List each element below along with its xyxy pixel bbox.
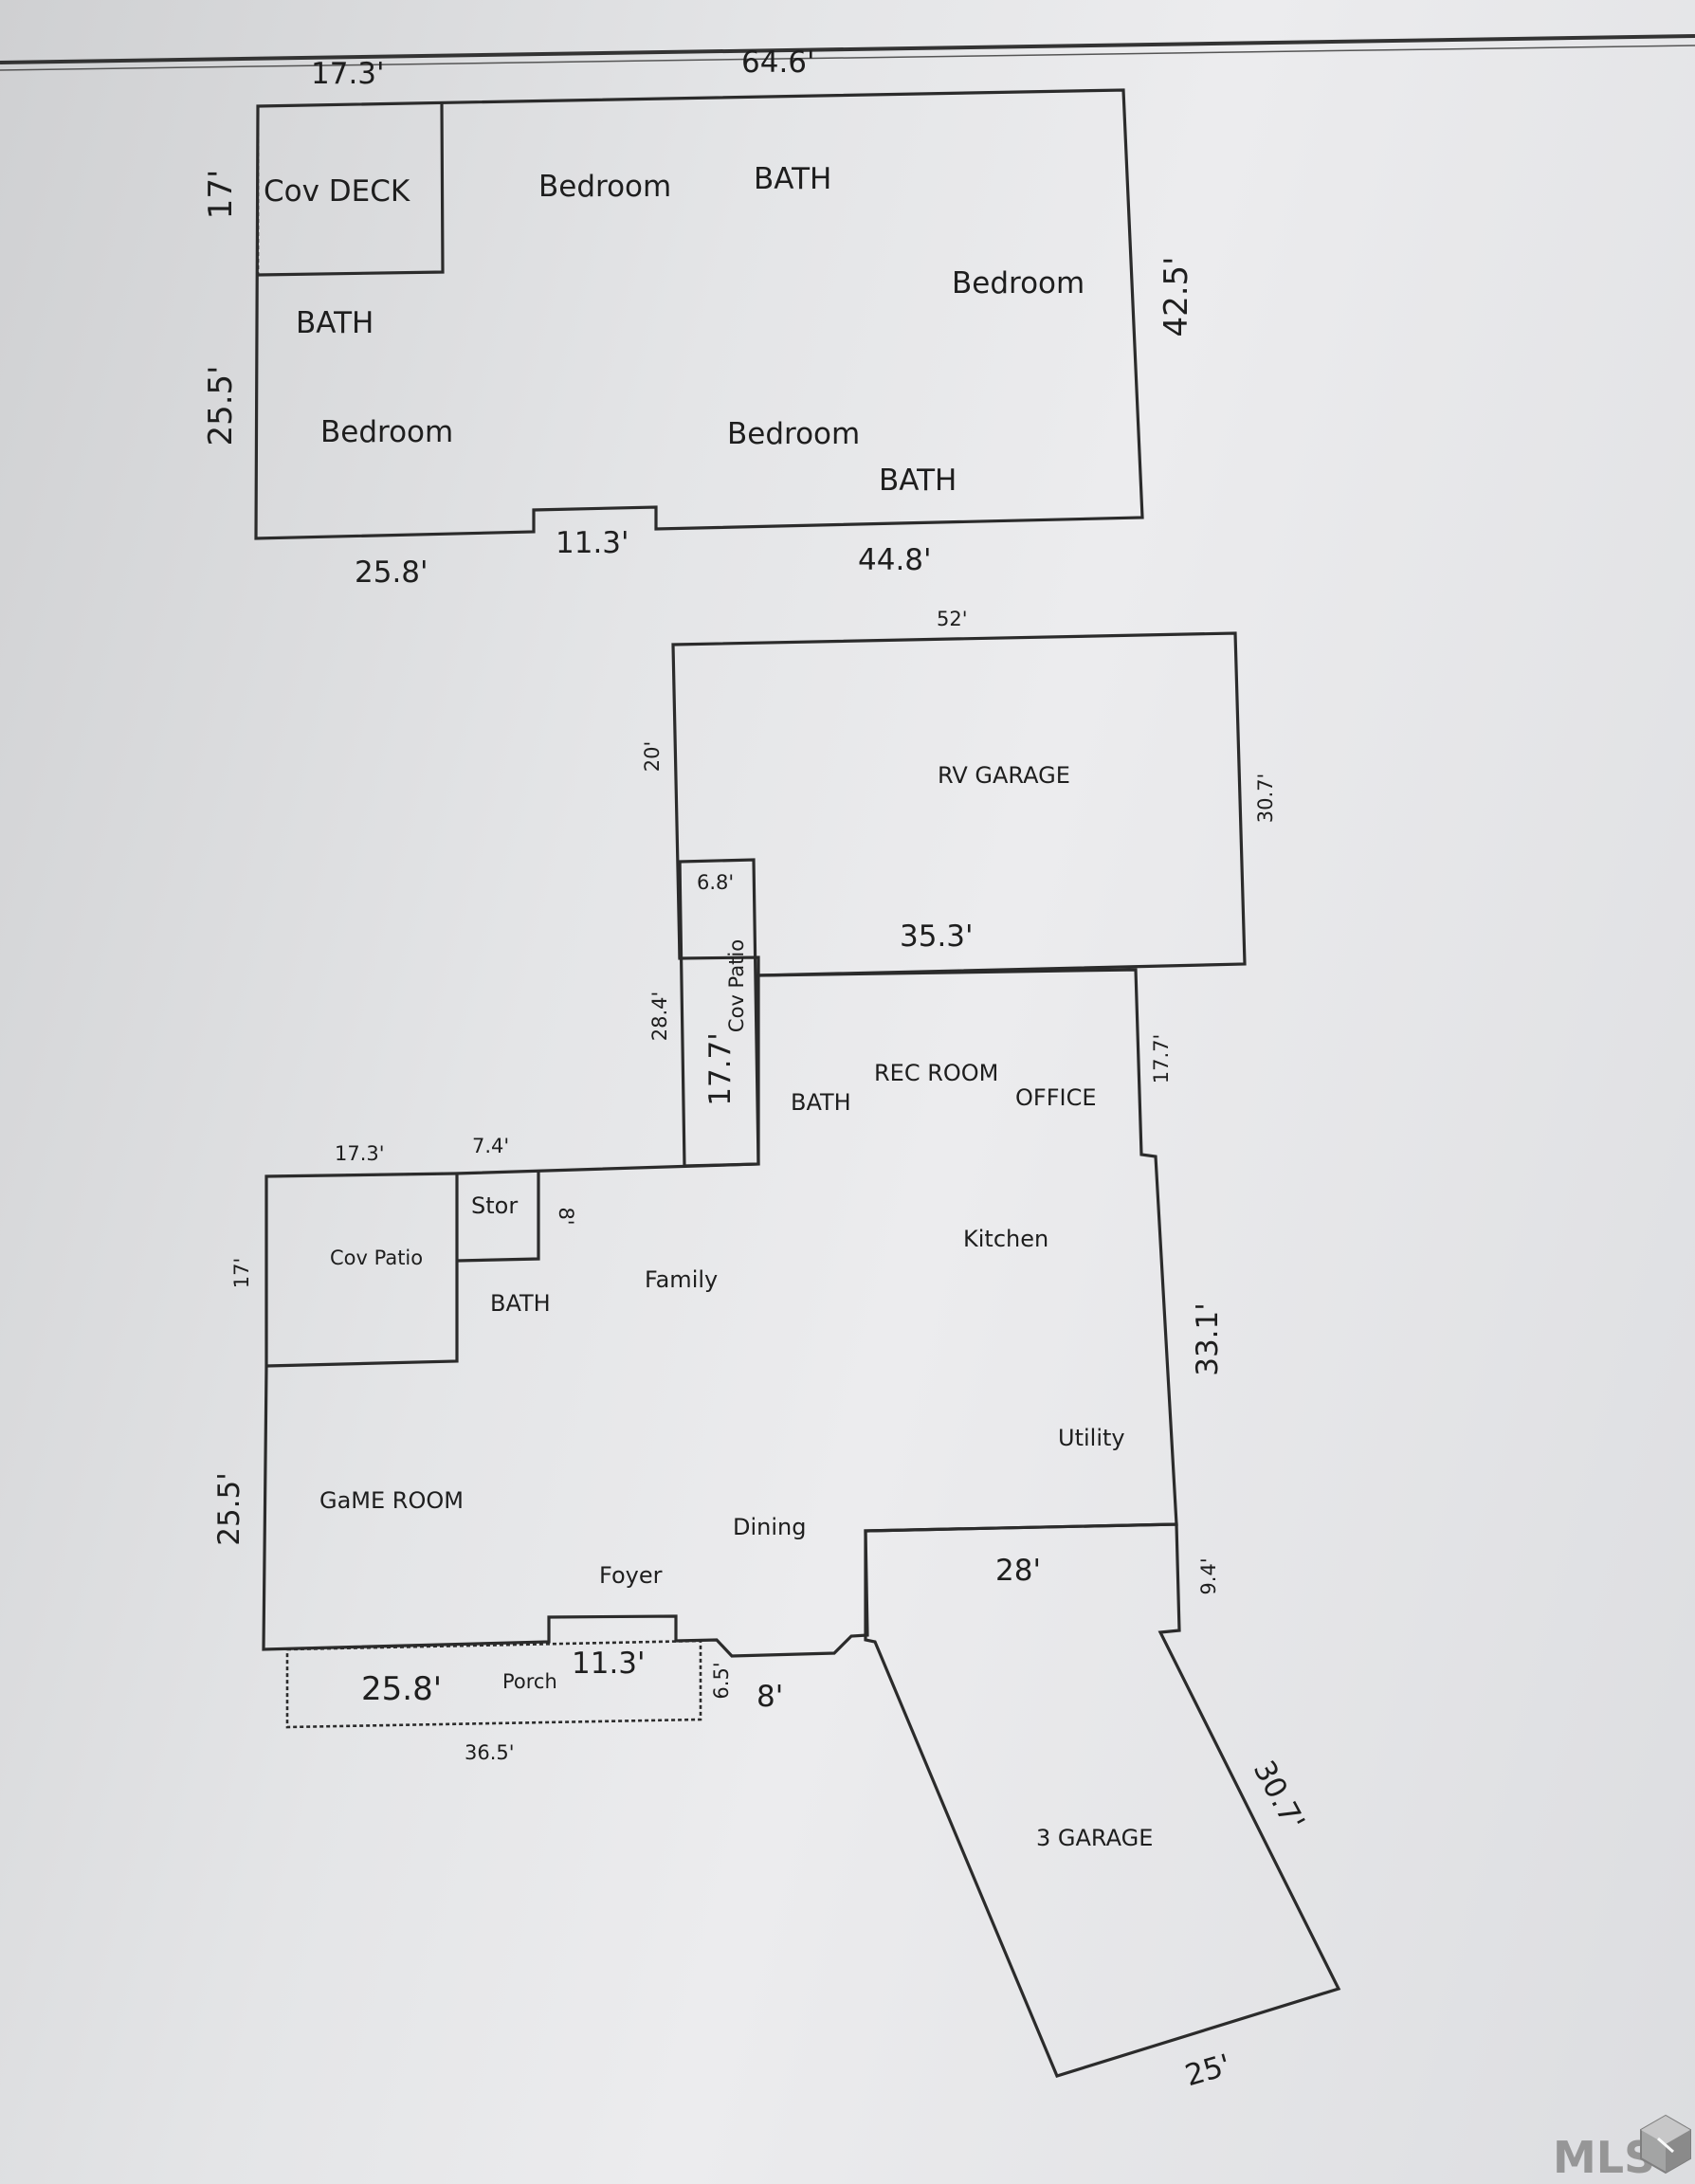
dimension-label: 17.7' — [703, 1032, 738, 1106]
dimension-label: 25.5' — [212, 1472, 246, 1546]
dimension-label: 17.3' — [311, 57, 385, 91]
dimension-label: 9.4' — [1197, 1557, 1220, 1594]
dimension-label: 8' — [756, 1680, 783, 1714]
dimension-label: 33.1' — [1191, 1302, 1225, 1376]
room-label-game-room: GaME ROOM — [319, 1487, 464, 1514]
cube-icon — [1640, 2114, 1691, 2175]
dimension-label: 28' — [995, 1554, 1041, 1588]
upper-floor-outline — [254, 88, 1144, 540]
dimension-label: 25.8' — [355, 555, 428, 590]
room-label-bath: BATH — [879, 464, 957, 498]
room-label-bath: BATH — [296, 306, 374, 340]
room-label-bath: BATH — [490, 1290, 551, 1317]
page-edge-line — [0, 34, 1695, 64]
room-label-dining: Dining — [733, 1514, 806, 1540]
cov-deck-wall — [257, 101, 445, 277]
room-label-bath: BATH — [754, 162, 831, 196]
room-label-rv-garage: RV GARAGE — [938, 762, 1070, 789]
dimension-label: 11.3' — [572, 1647, 646, 1681]
dimension-label: 25.5' — [202, 365, 240, 446]
room-label-cov-patio: Cov Patio — [330, 1247, 423, 1269]
dimension-label: 17.3' — [335, 1142, 385, 1165]
room-label-utility: Utility — [1058, 1425, 1125, 1451]
room-label-foyer: Foyer — [599, 1562, 663, 1589]
room-label-bedroom: Bedroom — [952, 266, 1084, 300]
cov-patio-dashed-edge — [265, 1172, 456, 1178]
dimension-label: 20' — [641, 741, 664, 773]
room-label-kitchen: Kitchen — [963, 1226, 1048, 1252]
main-floor: RV GARAGE Cov Patio REC ROOM BATH OFFICE… — [212, 608, 1341, 2093]
dimension-label: 7.4' — [472, 1135, 509, 1157]
room-label-stor: Stor — [471, 1192, 518, 1219]
dimension-label: 42.5' — [1157, 256, 1195, 337]
dimension-label: 17' — [202, 170, 240, 220]
dimension-label: 36.5' — [465, 1741, 515, 1764]
room-label-bedroom: Bedroom — [727, 417, 860, 451]
dimension-label: 17.7' — [1150, 1034, 1173, 1084]
upper-floor: Cov DECK Bedroom BATH Bedroom BATH Bedro… — [202, 46, 1195, 590]
dimension-label: 44.8' — [858, 543, 932, 577]
dimension-label: 8' — [555, 1207, 577, 1225]
dimension-label: 6.8' — [697, 871, 734, 894]
cov-patio-wall — [265, 1174, 459, 1368]
dimension-label: 64.6' — [741, 46, 815, 80]
room-label-office: OFFICE — [1015, 1084, 1097, 1111]
porch-outline — [285, 1639, 702, 1729]
dimension-label: 28.4' — [648, 992, 671, 1042]
mls-logo-text: MLS — [1553, 2132, 1655, 2183]
room-label-bedroom: Bedroom — [538, 170, 671, 204]
mls-logo: MLS — [1553, 2114, 1691, 2183]
garage-outline — [864, 1522, 1341, 2078]
room-label-family: Family — [645, 1266, 718, 1293]
room-label-bath: BATH — [791, 1089, 851, 1116]
room-label-3-garage: 3 GARAGE — [1036, 1825, 1153, 1851]
dimension-label: 35.3' — [900, 919, 974, 954]
dimension-label: 6.5' — [710, 1662, 733, 1699]
room-label-rec-room: REC ROOM — [874, 1060, 998, 1086]
dimension-label: 11.3' — [556, 526, 629, 560]
dimension-label: 25' — [1181, 2048, 1234, 2093]
dimension-label: 17' — [230, 1258, 253, 1289]
room-label-cov-patio: Cov Patio — [725, 939, 748, 1032]
room-label-cov-deck: Cov DECK — [264, 174, 410, 209]
dimension-label: 30.7' — [1254, 774, 1277, 824]
dimension-label: 25.8' — [361, 1670, 442, 1708]
dimension-label: 52' — [937, 608, 968, 630]
room-label-porch: Porch — [502, 1670, 557, 1693]
storage-wall — [456, 1172, 540, 1263]
room-label-bedroom: Bedroom — [320, 415, 453, 449]
page-edge-line-thin — [0, 45, 1695, 71]
